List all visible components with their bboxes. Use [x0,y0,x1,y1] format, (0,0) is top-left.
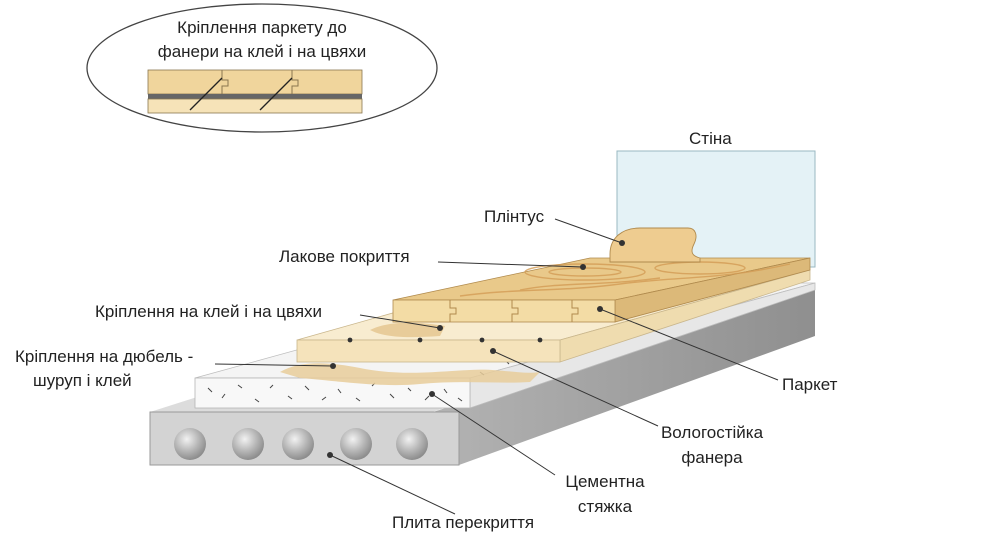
inset-caption-line1: Кріплення паркету до [177,18,347,37]
label-screed-line1: Цементна [565,472,645,491]
leader-glue-nails [359,314,441,329]
dowel-screw [347,337,353,343]
parquet-joint [511,300,519,322]
slab-hole [340,428,372,460]
inset-callout [86,3,438,133]
label-skirting: Плінтус [484,207,545,226]
skirting-board [609,227,701,263]
inset-caption-line2: фанери на клей і на цвяхи [157,42,367,61]
plywood-front [296,339,561,363]
slab-hole [232,428,264,460]
label-dowel-line1: Кріплення на дюбель - [15,347,194,366]
dowel-screw [537,337,543,343]
inset-plywood-strip [147,98,363,114]
label-parquet: Паркет [782,375,838,394]
parquet-layer [327,257,811,458]
slab-side [433,290,815,465]
label-screed-line2: стяжка [577,497,633,516]
label-plywood-line2: фанера [681,448,743,467]
inset-parquet-strip [147,69,363,95]
leader-slab [329,454,456,515]
label-slab: Плита перекриття [392,513,535,532]
parquet-front [392,299,616,323]
dowel-screw [417,337,423,343]
leader-dowel [214,363,334,367]
leader-skirting [554,218,623,244]
adhesive-blob [280,363,540,386]
label-wall: Стіна [689,129,732,148]
leader-lines [214,218,779,515]
skirting-profile [609,227,701,263]
label-plywood-line1: Вологостійка [660,423,764,442]
slab-hole [174,428,206,460]
label-glue-nails: Кріплення на клей і на цвяхи [95,302,323,321]
leader-plywood [492,350,659,427]
glue-bead [370,322,445,338]
leader-screed [431,393,556,476]
inset-nail-2 [259,77,293,111]
leader-lacquer [437,261,584,268]
label-dowel-line2: шуруп і клей [33,371,132,390]
parquet-joint [449,300,457,322]
parquet-joint [571,300,579,322]
slab-hole [282,428,314,460]
dowel-screw [479,337,485,343]
slab-hole [396,428,428,460]
inset-glue-layer [148,94,362,99]
inset-nail-1 [189,77,223,111]
label-lacquer: Лакове покриття [279,247,410,266]
leader-parquet [599,308,779,381]
